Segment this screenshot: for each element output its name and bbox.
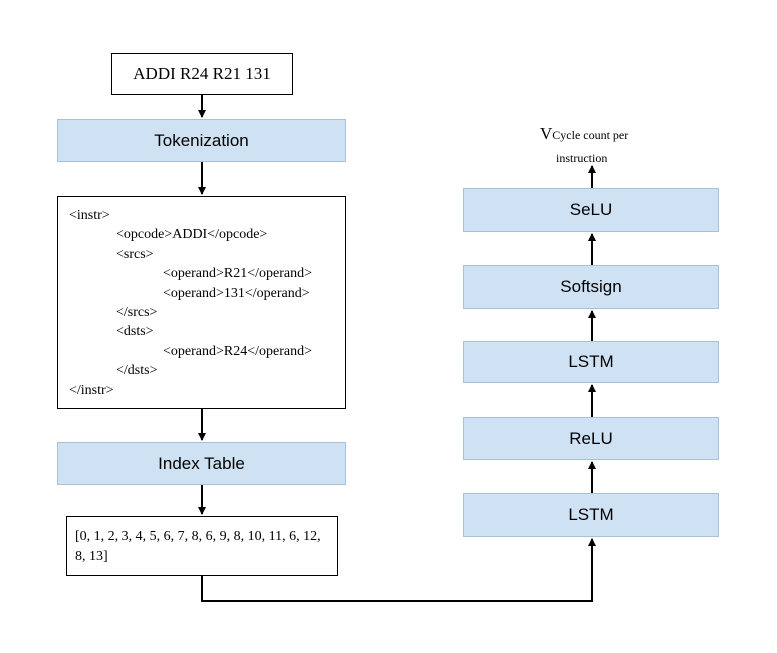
arrow-vector-to-lstm bbox=[201, 538, 596, 602]
output-label: VCycle count per bbox=[540, 124, 628, 144]
input-instruction-text: ADDI R24 R21 131 bbox=[133, 64, 271, 83]
xml-line: <dsts> bbox=[116, 324, 154, 340]
lstm-top-label: LSTM bbox=[568, 352, 614, 371]
lstm-layer-top: LSTM bbox=[463, 341, 719, 383]
selu-layer: SeLU bbox=[463, 188, 719, 232]
xml-line: <srcs> bbox=[116, 246, 154, 262]
softsign-layer: Softsign bbox=[463, 265, 719, 309]
softsign-label: Softsign bbox=[560, 277, 622, 296]
selu-label: SeLU bbox=[569, 200, 613, 219]
index-table-box: Index Table bbox=[57, 442, 346, 485]
index-table-label: Index Table bbox=[158, 453, 245, 473]
token-index-vector-text: [0, 1, 2, 3, 4, 5, 6, 7, 8, 6, 9, 8, 10,… bbox=[75, 529, 321, 564]
lstm-bottom-label: LSTM bbox=[568, 505, 614, 524]
token-index-vector-box: [0, 1, 2, 3, 4, 5, 6, 7, 8, 6, 9, 8, 10,… bbox=[66, 516, 338, 576]
input-instruction-box: ADDI R24 R21 131 bbox=[111, 53, 293, 95]
xml-line: </instr> bbox=[69, 382, 114, 398]
output-subscript-line1: Cycle count per bbox=[552, 128, 629, 142]
xml-line: <operand>131</operand> bbox=[163, 285, 310, 301]
xml-line: </dsts> bbox=[116, 363, 158, 379]
output-symbol: V bbox=[540, 124, 553, 143]
xml-line: <opcode>ADDI</opcode> bbox=[116, 227, 268, 243]
relu-label: ReLU bbox=[569, 428, 613, 448]
xml-line: <operand>R24</operand> bbox=[163, 343, 312, 359]
tokenization-box: Tokenization bbox=[57, 119, 346, 162]
xml-representation-box: <instr> <opcode>ADDI</opcode> <srcs> <opera… bbox=[57, 196, 346, 409]
output-subscript-line2: instruction bbox=[556, 151, 608, 165]
xml-line: <instr> bbox=[69, 208, 110, 223]
lstm-layer-bottom: LSTM bbox=[463, 493, 719, 537]
relu-layer: ReLU bbox=[463, 417, 719, 460]
xml-line: </srcs> bbox=[116, 305, 158, 321]
tokenization-label: Tokenization bbox=[154, 130, 249, 150]
xml-line: <operand>R21</operand> bbox=[163, 266, 312, 282]
